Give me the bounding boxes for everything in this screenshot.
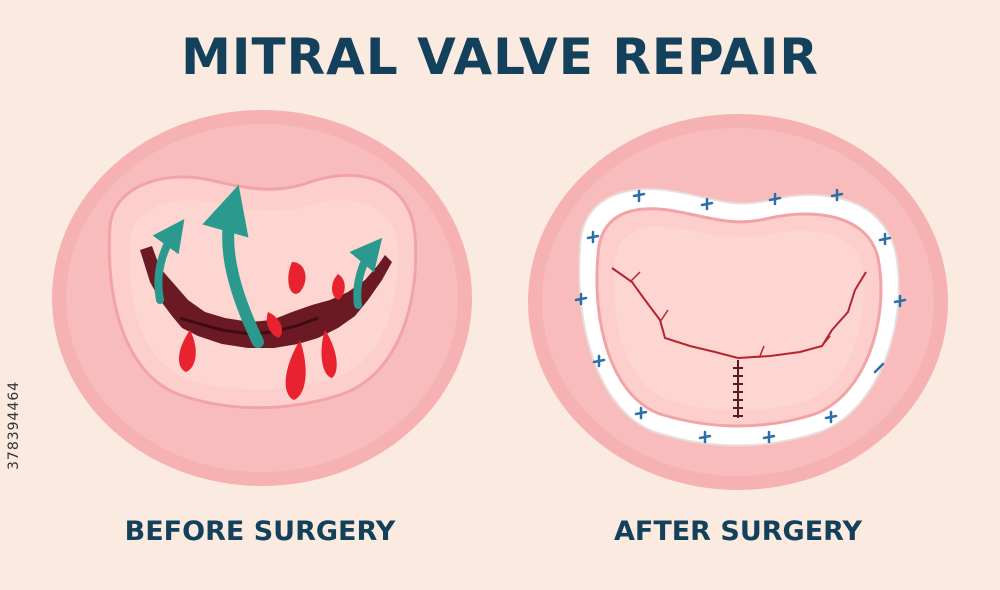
image-id-text: 378394464 [6,380,22,470]
repaired-leaflet-left [611,267,739,359]
blood-drop-3 [321,330,337,378]
regurgitation-arrow-right [349,237,383,309]
ring-suture [586,230,600,244]
after-surgery-label: AFTER SURGERY [613,516,863,547]
after-inner-shade [614,226,864,411]
ring-suture [762,430,776,444]
ring-suture [634,406,648,420]
ring-suture [768,192,782,206]
torn-leaflet [140,246,392,348]
ring-suture [698,430,712,444]
ring-suture [632,189,646,203]
before-valve [52,110,472,486]
ring-suture [592,354,606,368]
ring-sutures [574,188,907,444]
blood-drop-5 [332,274,345,300]
suture-ticks [733,367,743,417]
regurgitation-arrow-left [152,219,185,304]
ring-suture [893,294,907,308]
blood-drop-1 [178,330,196,372]
after-valve [528,114,948,490]
blood-drop-6 [266,312,283,338]
ring-suture [700,197,714,211]
ring-suture [830,188,844,202]
repaired-leaflet-right [737,271,867,359]
ring-suture [873,362,885,374]
blood-drop-4 [288,262,306,294]
ring-suture [574,292,588,306]
before-surgery-label: BEFORE SURGERY [124,516,396,547]
regurgitation-arrow-center [202,184,264,348]
ring-suture [878,232,892,246]
page-title: MITRAL VALVE REPAIR [181,28,819,86]
blood-drop-2 [285,340,306,400]
repaired-leaflet-branch [629,271,831,357]
ring-suture [824,410,838,424]
